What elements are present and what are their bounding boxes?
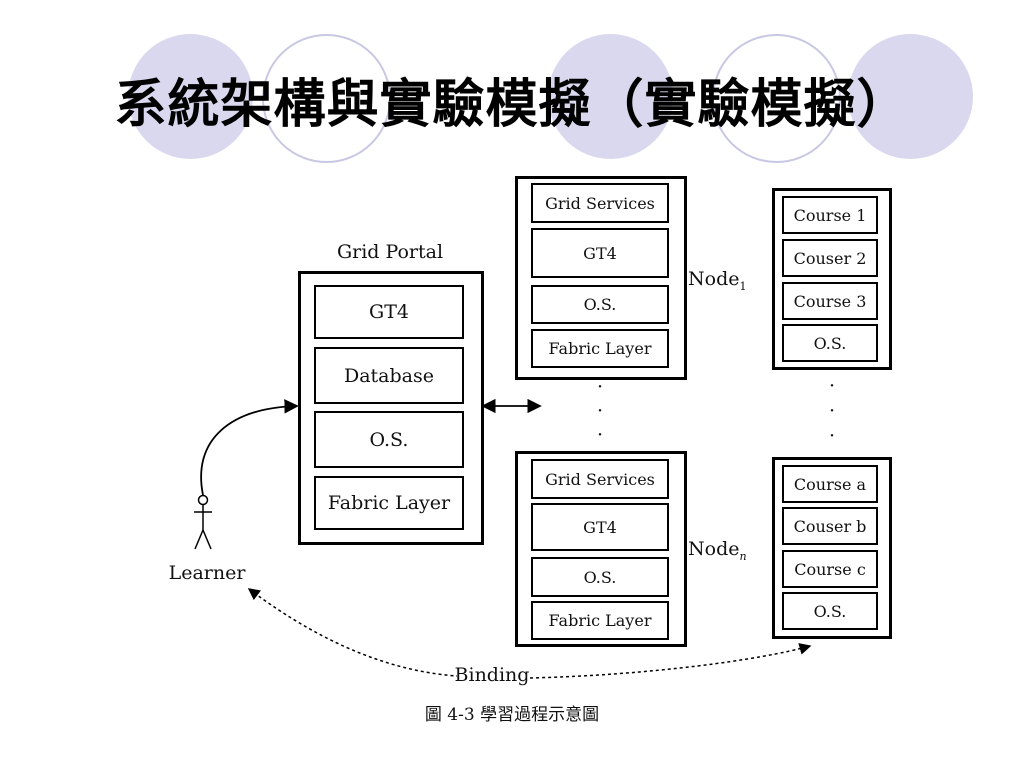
noden-layer-gt4: GT4 [531,503,669,551]
course-b: Couser b [782,507,878,545]
noden-layer-fabric: Fabric Layer [531,601,669,640]
course-ellipsis-2: · [828,400,836,422]
node1-label: Node1 [688,268,747,293]
learner-label: Learner [168,562,246,584]
noden-layer-grid-services: Grid Services [531,459,669,499]
node1-layer-fabric: Fabric Layer [531,329,669,368]
decorative-circle-3 [548,34,673,159]
portal-layer-database: Database [314,347,464,404]
node1-layer-os: O.S. [531,285,669,324]
course-a: Course a [782,465,878,503]
course-1: Course 1 [782,196,878,234]
portal-layer-gt4: GT4 [314,285,464,339]
node-ellipsis-1: · [596,376,604,398]
binding-label: Binding [454,664,530,686]
portal-layer-fabric: Fabric Layer [314,476,464,530]
course-2: Couser 2 [782,239,878,277]
decorative-circle-1 [128,34,253,159]
course-ellipsis-1: · [828,375,836,397]
course-top-os: O.S. [782,324,878,362]
course-3: Course 3 [782,282,878,320]
portal-layer-os: O.S. [314,411,464,468]
decorative-circle-4 [712,34,841,163]
decorative-circle-2 [262,34,391,163]
node1-layer-grid-services: Grid Services [531,183,669,223]
node-ellipsis-2: · [596,400,604,422]
learner-figure [194,494,212,550]
grid-portal-title: Grid Portal [336,241,444,263]
binding-dashed-curve [247,588,458,677]
figure-caption: 圖 4-3 學習過程示意圖 [424,705,600,725]
node1-layer-gt4: GT4 [531,228,669,278]
noden-label: Noden [688,538,747,563]
slide-title: 系統架構與實驗模擬（實驗模擬） [114,75,910,135]
binding-dashed-curve-right [529,643,812,679]
node-ellipsis-3: · [596,424,604,446]
noden-layer-os: O.S. [531,557,669,597]
course-ellipsis-3: · [828,425,836,447]
course-c: Course c [782,550,878,588]
decorative-circle-5 [848,34,973,159]
course-bottom-os: O.S. [782,592,878,630]
learner-to-portal-arrow [200,399,299,496]
